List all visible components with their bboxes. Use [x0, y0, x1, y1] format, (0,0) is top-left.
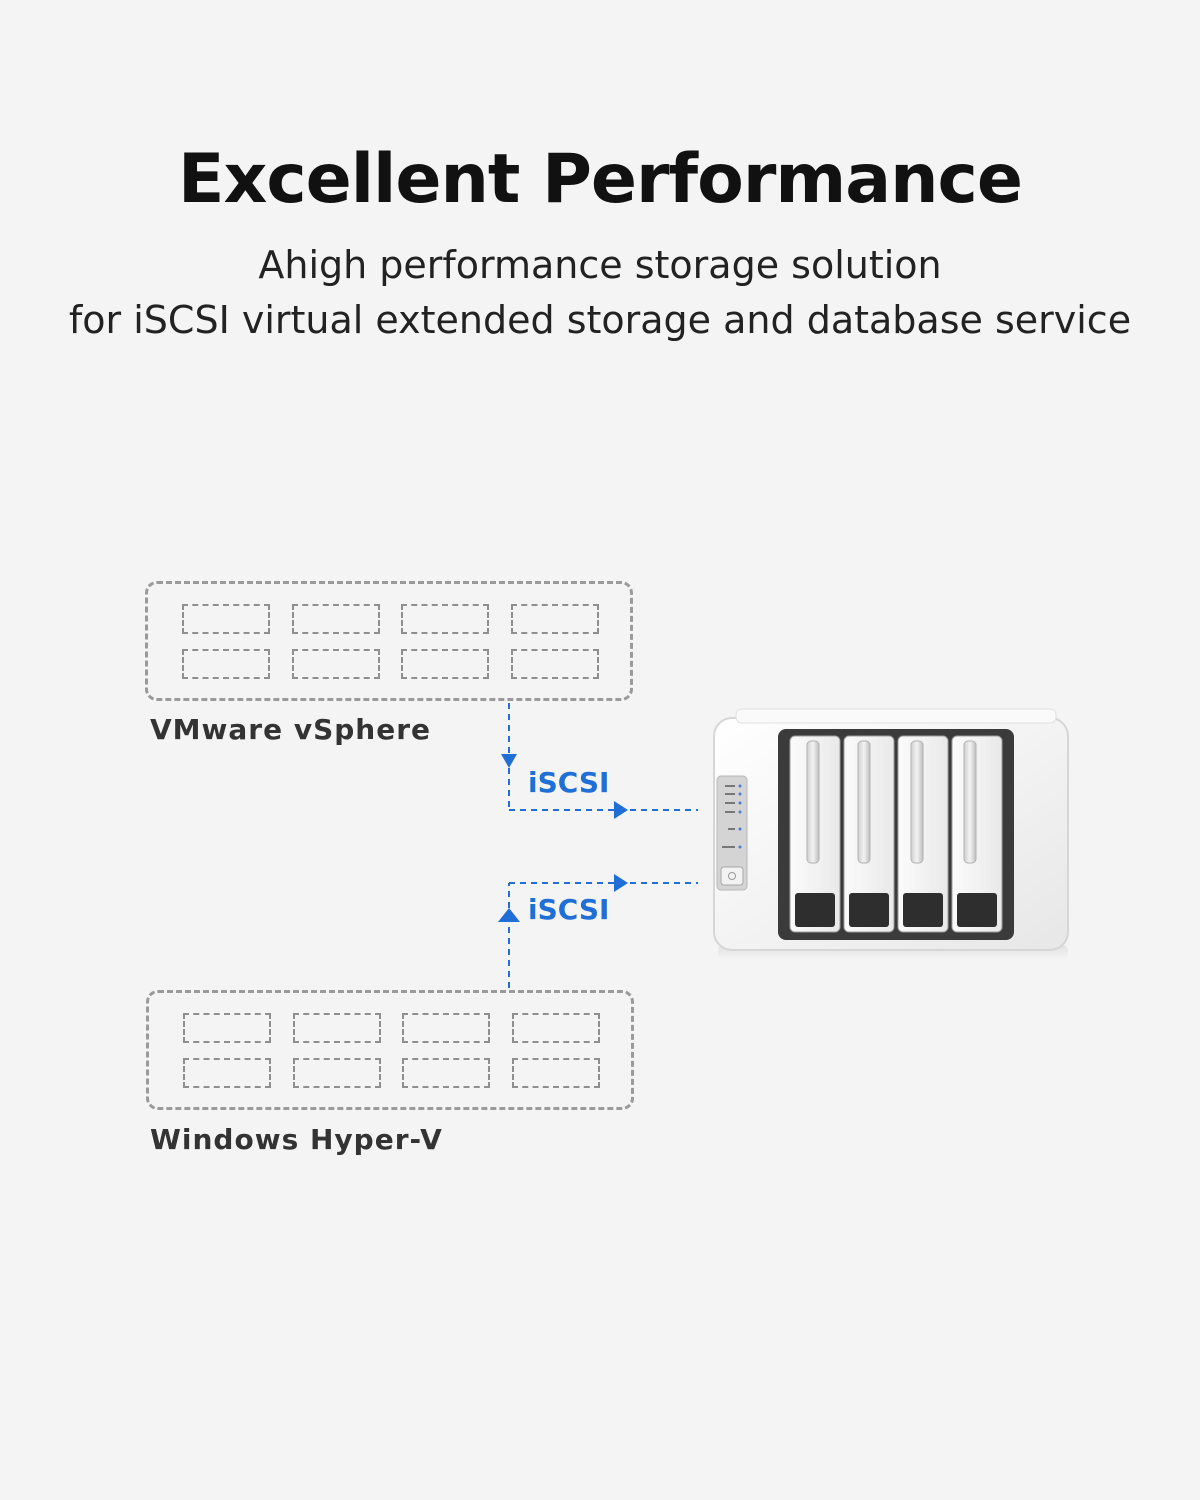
arrow-right-icon	[614, 874, 628, 892]
subtitle-line-1: Ahigh performance storage solution	[258, 243, 942, 287]
storage-enclosure	[713, 708, 1069, 959]
hyperv-server-box	[146, 990, 634, 1110]
server-bay	[292, 649, 380, 679]
subtitle-line-2: for iSCSI virtual extended storage and d…	[68, 298, 1132, 342]
arrow-right-icon	[614, 801, 628, 819]
drive-tray-3	[897, 735, 949, 933]
iscsi-label-bottom: iSCSI	[528, 893, 610, 926]
vmware-label: VMware vSphere	[150, 713, 432, 746]
server-bay	[402, 1058, 490, 1088]
server-bay	[293, 1058, 381, 1088]
server-bay	[511, 649, 599, 679]
drive-tray-2	[843, 735, 895, 933]
connection-top	[501, 703, 698, 819]
power-button	[720, 866, 744, 886]
arrow-down-icon	[501, 754, 517, 768]
hyperv-label: Windows Hyper-V	[150, 1123, 443, 1156]
iscsi-label-top: iSCSI	[528, 766, 610, 799]
power-icon	[728, 872, 736, 880]
arrow-up-icon	[498, 908, 520, 922]
server-bay	[402, 1013, 490, 1043]
front-panel	[716, 775, 748, 891]
server-bay	[401, 649, 489, 679]
server-bay	[182, 604, 270, 634]
server-bay	[401, 604, 489, 634]
server-bay	[292, 604, 380, 634]
connection-bottom	[498, 874, 698, 988]
server-bay	[511, 604, 599, 634]
page-title: Excellent Performance	[178, 140, 1023, 219]
server-bay	[182, 649, 270, 679]
vmware-server-box	[145, 581, 633, 701]
server-bay	[512, 1013, 600, 1043]
server-bay	[183, 1013, 271, 1043]
drive-tray-1	[789, 735, 841, 933]
drive-tray-4	[951, 735, 1003, 933]
server-bay	[512, 1058, 600, 1088]
server-bay	[183, 1058, 271, 1088]
server-bay	[293, 1013, 381, 1043]
